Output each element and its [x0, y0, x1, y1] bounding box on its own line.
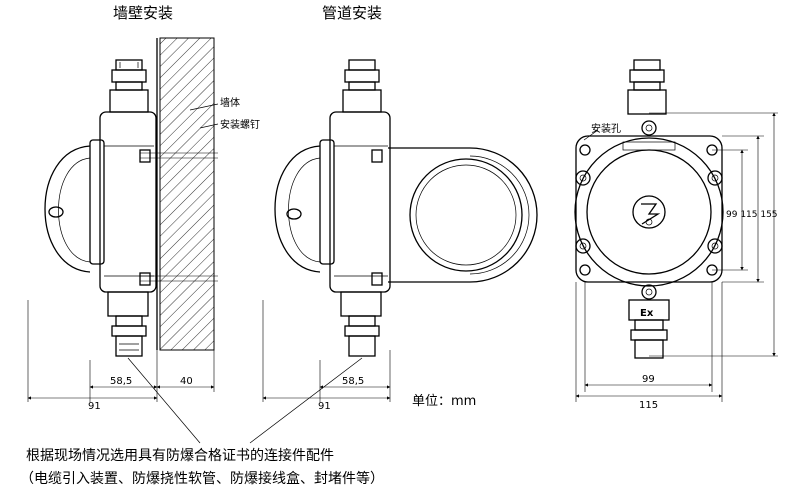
ex-mark: Ex [640, 308, 654, 319]
wall-mount-view: 墙体 安装螺钉 58,5 40 91 [27, 37, 260, 412]
note-leader-wall [127, 357, 201, 444]
wall-dimensions: 58,5 40 91 [27, 300, 215, 412]
pipe-dimensions: 58,5 91 [262, 300, 391, 412]
note-line-2: （电缆引入装置、防爆挠性软管、防爆接线盒、封堵件等） [20, 470, 384, 487]
pipe-mount-view: 58,5 91 [262, 59, 538, 412]
note-leader-pipe [249, 357, 363, 444]
bottom-cable-gland [340, 291, 382, 357]
front-view: Ex 安装孔 99 115 [574, 59, 778, 411]
top-cable-gland [627, 59, 667, 115]
cover-bolts [575, 120, 723, 300]
mounting-holes [579, 144, 718, 276]
note-line-1: 根据现场情况选用具有防爆合格证书的连接件配件 [26, 447, 334, 464]
leader-mount-hole [583, 129, 599, 141]
round-body [574, 137, 724, 287]
leader-wall-body [189, 103, 219, 111]
dim-front-side: 99 115 155 [726, 210, 778, 220]
top-cable-gland [342, 59, 382, 113]
dim-wall-58-5: 58,5 [110, 376, 132, 387]
brand-logo [641, 203, 661, 225]
leader-mount-screw [199, 123, 219, 129]
dim-front-115: 115 [639, 400, 658, 411]
bottom-cable-gland [107, 291, 149, 357]
pipe-clamp [388, 147, 538, 283]
pipe [409, 158, 523, 272]
unit-label: 单位：mm [412, 394, 476, 409]
top-cable-gland [109, 59, 149, 113]
dim-wall-91: 91 [88, 401, 101, 412]
label-mount-hole: 安装孔 [591, 122, 621, 135]
mounting-flange [575, 135, 723, 283]
title-wall-mount: 墙壁安装 [113, 4, 173, 22]
label-wall-body: 墙体 [220, 96, 240, 109]
bottom-cable-gland [628, 299, 670, 359]
dim-wall-40: 40 [180, 376, 193, 387]
enclosure-side [274, 111, 391, 293]
wall-body [159, 37, 215, 351]
title-pipe-mount: 管道安装 [322, 4, 382, 22]
dim-pipe-58-5: 58,5 [342, 376, 364, 387]
front-dimensions: 99 115 99 115 155 [575, 112, 778, 411]
nameplate [622, 141, 676, 151]
label-mount-screw: 安装螺钉 [220, 118, 260, 131]
dim-pipe-91: 91 [318, 401, 331, 412]
dim-front-99: 99 [642, 374, 655, 385]
